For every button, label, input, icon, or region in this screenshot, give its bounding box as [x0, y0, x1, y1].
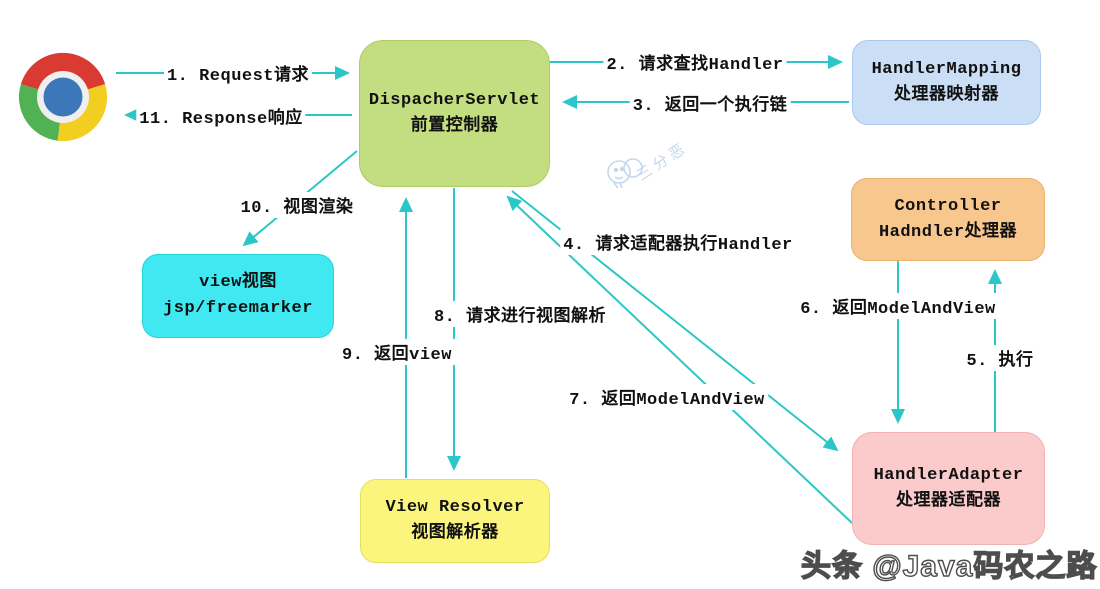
node-view-resolver: View Resolver 视图解析器 [360, 479, 550, 563]
node-handler-mapping: HandlerMapping 处理器映射器 [852, 40, 1041, 125]
edge-label-9-return-view: 9. 返回view [339, 339, 455, 365]
edge-label-7-return-modelandview: 7. 返回ModelAndView [566, 384, 768, 410]
edge-label-4-adapter-execute: 4. 请求适配器执行Handler [560, 229, 796, 255]
node-handler-adapter-subtitle: 处理器适配器 [896, 491, 1001, 511]
edge-label-6-return-modelandview: 6. 返回ModelAndView [797, 293, 999, 319]
watermark-doodle: 三分恶 [604, 139, 724, 210]
edge-label-11-response: 11. Response响应 [136, 103, 306, 129]
node-dispatcher-servlet-title: DispacherServlet [368, 90, 541, 110]
edge-label-10-render-view: 10. 视图渲染 [237, 192, 357, 218]
node-view-title: view视图 [199, 273, 277, 292]
node-view-resolver-subtitle: 视图解析器 [411, 524, 499, 543]
node-controller-title: Controller [894, 196, 1002, 216]
node-handler-adapter: HandlerAdapter 处理器适配器 [852, 432, 1045, 545]
edge-label-2-find-handler: 2. 请求查找Handler [603, 49, 787, 75]
node-dispatcher-servlet: DispacherServlet 前置控制器 [359, 40, 550, 187]
edge-label-1-request: 1. Request请求 [163, 60, 313, 86]
edge-label-8-resolve-view: 8. 请求进行视图解析 [430, 301, 610, 327]
node-controller-subtitle: Hadndler处理器 [878, 222, 1018, 242]
edge-label-5-execute: 5. 执行 [963, 345, 1037, 371]
chrome-browser-icon [18, 52, 108, 142]
owl-doodle-icon [607, 158, 643, 189]
node-controller: Controller Hadndler处理器 [851, 178, 1045, 261]
node-handler-mapping-subtitle: 处理器映射器 [894, 85, 999, 105]
watermark-bottom-text: 头条 @Java码农之路 [800, 549, 1098, 583]
edge-label-3-return-chain: 3. 返回一个执行链 [629, 90, 791, 116]
node-view-resolver-title: View Resolver [385, 498, 525, 517]
node-dispatcher-servlet-subtitle: 前置控制器 [410, 116, 499, 136]
node-handler-mapping-title: HandlerMapping [871, 59, 1022, 79]
node-view-subtitle: jsp/freemarker [163, 299, 313, 318]
node-handler-adapter-title: HandlerAdapter [873, 465, 1024, 485]
node-view: view视图 jsp/freemarker [142, 254, 334, 338]
